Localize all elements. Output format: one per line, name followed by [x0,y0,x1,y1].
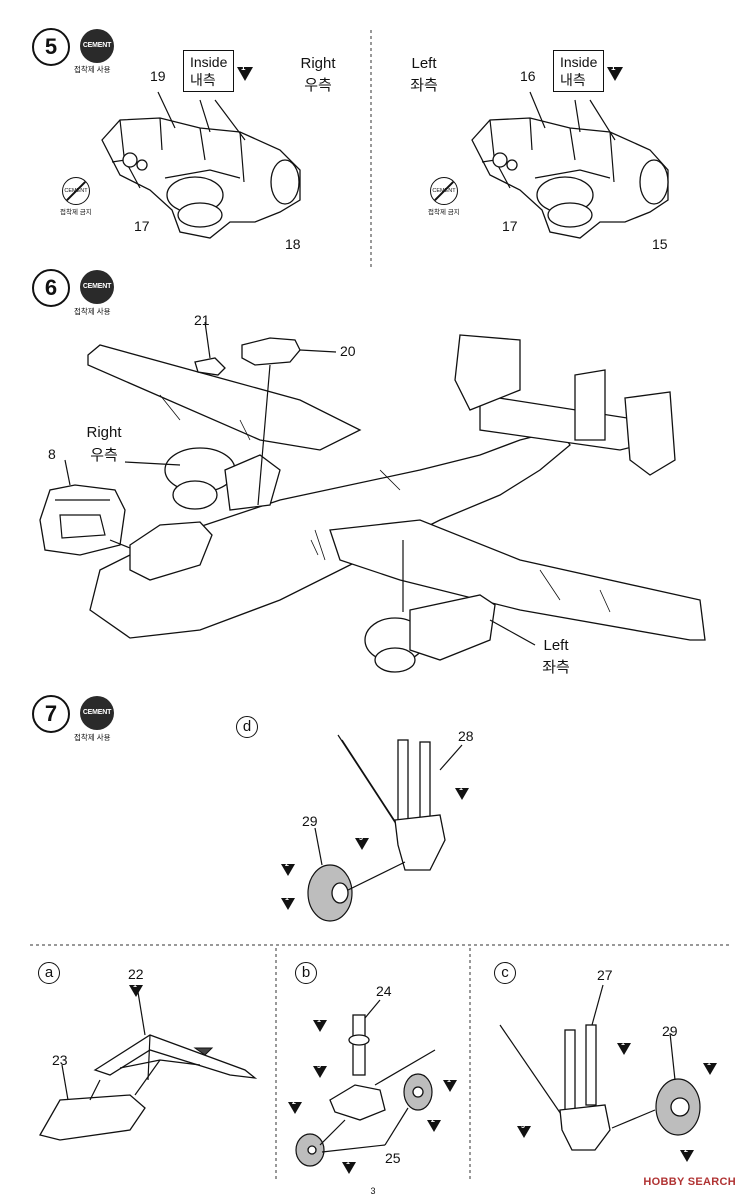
part-number-28: 28 [458,728,474,744]
watermark: HOBBY SEARCH [643,1176,736,1188]
part-number-18: 18 [285,236,301,252]
part-mark-icon [680,1150,694,1162]
cement-icon: CEMENT [80,696,114,730]
part-number-22: 22 [128,966,144,982]
mark-b-2b: 2 [292,1099,296,1106]
mark-d-1: 1 [459,785,463,792]
part-mark-icon [313,1066,327,1078]
cement-icon: CEMENT [80,270,114,304]
part-number-16: 16 [520,68,536,84]
right-label-en: Right [300,55,336,72]
step7-number-badge: 7 [32,695,70,733]
inside-en-right: Inside [190,54,228,70]
part-number-17-left: 17 [502,218,518,234]
part-number-25: 25 [385,1150,401,1166]
part-number-24: 24 [376,983,392,999]
inside-label-left: Inside 내측 [553,50,605,92]
no-cement-note-left: 접착제 금지 [428,209,460,216]
inside-ko-right: 내측 [190,72,216,88]
part-mark-icon [703,1063,717,1075]
no-cement-icon-left: CEMENT [430,177,458,205]
cement-icon: CEMENT [80,29,114,63]
aircraft-drawing [39,321,706,673]
part-number-19: 19 [150,68,166,84]
part-number-29: 29 [302,813,318,829]
cement-note: 접착제 사용 [74,307,111,316]
step5-number-badge: 5 [32,28,70,66]
sub-label-d: d [236,716,258,738]
sub-label-a: a [38,962,60,984]
page-number: 3 [370,1186,376,1196]
main-gear-d-drawing [307,734,463,922]
part-mark-icon [288,1102,302,1114]
right-label-ko: 우측 [90,447,118,464]
sub-b-drawing [295,999,436,1167]
right-label-en: Right [86,424,122,441]
part-number-20: 20 [340,343,356,359]
sub-label-c: c [494,962,516,984]
part-mark-icon [517,1126,531,1138]
left-label-ko: 좌측 [410,77,438,94]
step6-number-badge: 6 [32,269,70,307]
part-mark-icon [455,788,469,800]
right-nacelle-drawing [101,91,301,239]
part-number-8: 8 [48,446,56,462]
mark-c-5: 5 [521,1123,525,1130]
inside-mark-left: 1 [611,63,616,72]
part-number-21: 21 [194,312,210,328]
cement-note: 접착제 사용 [74,65,111,74]
inside-label-right: Inside 내측 [183,50,235,92]
mark-b-2: 2 [431,1117,435,1124]
cement-note: 접착제 사용 [74,733,111,742]
part-number-29-c: 29 [662,1023,678,1039]
part-mark-icon [427,1120,441,1132]
mark-c-1b: 1 [707,1060,711,1067]
part-number-15: 15 [652,236,668,252]
part-mark-icon [607,67,623,81]
mark-b-1c: 1 [346,1159,350,1166]
sub-a-drawing [39,985,258,1141]
part-mark-icon [281,898,295,910]
part-mark-icon [129,985,143,997]
part-number-27: 27 [597,967,613,983]
part-mark-icon [443,1080,457,1092]
inside-mark-right: 1 [241,63,246,72]
part-mark-icon [313,1020,327,1032]
no-cement-note-right: 접착제 금지 [60,209,92,216]
mark-b-1b: 1 [447,1077,451,1084]
left-label-ko: 좌측 [542,659,570,676]
mark-b-1: 1 [317,1017,321,1024]
inside-en-left: Inside [560,54,598,70]
mark-c-2: 2 [684,1147,688,1154]
mark-a-1: 1 [133,982,137,989]
part-mark-icon [237,67,253,81]
part-number-17-right: 17 [134,218,150,234]
mark-c-1: 1 [621,1040,625,1047]
left-label-en: Left [543,637,569,654]
mark-d-5: 5 [359,835,363,842]
part-number-23: 23 [52,1052,68,1068]
mark-b-5: 5 [317,1063,321,1070]
no-cement-icon-right: CEMENT [62,177,90,205]
inside-ko-left: 내측 [560,72,586,88]
part-mark-icon [617,1043,631,1055]
right-label-ko: 우측 [304,77,332,94]
part-mark-icon [342,1162,356,1174]
left-nacelle-drawing [471,91,669,239]
sub-label-b: b [295,962,317,984]
sub-c-drawing [499,984,701,1151]
part-mark-icon [355,838,369,850]
mark-d-1b: 1 [285,895,289,902]
mark-d-2: 2 [285,861,289,868]
left-label-en: Left [411,55,437,72]
part-mark-icon [281,864,295,876]
